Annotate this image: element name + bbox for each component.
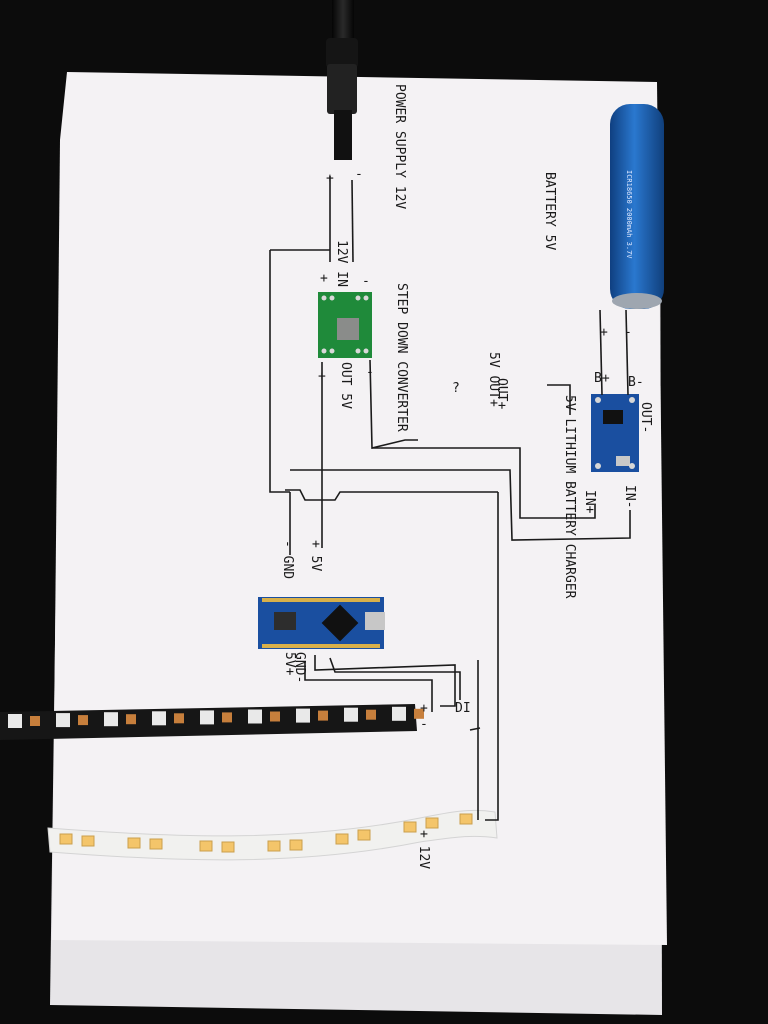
warm-led xyxy=(425,817,439,829)
rgb-led xyxy=(8,714,22,728)
rgb-led xyxy=(104,712,118,727)
nano-gnd-label: GND- xyxy=(292,652,307,683)
rgb-led-resistor xyxy=(222,712,232,723)
charger-out-minus-label: OUT- xyxy=(638,402,653,433)
vin-minus-label: - xyxy=(362,274,370,289)
rgb-led-resistor xyxy=(174,713,184,724)
rgb-led-resistor xyxy=(270,711,280,722)
out-plus-label: + xyxy=(318,369,326,384)
battery-label: BATTERY 5V xyxy=(542,172,557,250)
warm-led xyxy=(357,829,371,841)
warm-led xyxy=(403,821,417,833)
warm-white-led-strip xyxy=(47,809,498,861)
battery-cell-icon: ICR18650 2000mAh 3.7V xyxy=(610,104,664,309)
rgb-led-resistor xyxy=(318,710,328,721)
warm-led xyxy=(335,833,349,845)
rgb-led xyxy=(392,706,406,721)
wire-lines xyxy=(269,176,631,821)
five-v-out-label: 5V OUT+ xyxy=(486,352,501,407)
in-plus-label: IN+ xyxy=(582,490,597,514)
ps-minus-label: - xyxy=(355,167,363,182)
rgb-led xyxy=(152,711,166,726)
b-plus-label: B+ xyxy=(594,371,610,386)
charger-out-plus-label: OUT+ xyxy=(494,378,509,409)
vin-plus-label: + xyxy=(320,271,328,286)
warm-led xyxy=(149,838,163,850)
warm-led xyxy=(199,840,213,852)
lithium-charger-board xyxy=(591,394,639,472)
rgb-led xyxy=(296,708,310,723)
plus-5v-label: + 5V xyxy=(308,540,323,571)
warm-led xyxy=(289,839,303,851)
plus-12v-label: + 12V xyxy=(416,830,431,869)
ps-plus-label: + xyxy=(326,171,334,186)
rgb-led-resistor xyxy=(30,716,40,726)
rgb-led-resistor xyxy=(414,708,424,719)
step-down-label: STEP DOWN CONVERTER xyxy=(394,283,409,432)
rgb-led xyxy=(344,707,358,722)
svg-text:ICR18650 2000mAh 3.7V: ICR18650 2000mAh 3.7V xyxy=(625,170,633,259)
question-mark: ? xyxy=(452,381,460,396)
rgb-led-resistor xyxy=(78,715,88,726)
power-supply-label: POWER SUPPLY 12V xyxy=(392,84,407,209)
rgb-led xyxy=(200,710,214,725)
vin-12v-label: 12V IN xyxy=(334,240,349,287)
nano-5v-label: 5V+ xyxy=(282,652,297,676)
bat-minus-label: - xyxy=(624,325,632,340)
charger-label: 5V LITHIUM BATTERY CHARGER xyxy=(562,395,577,599)
rgb-led-resistor xyxy=(126,714,136,725)
out-minus-label: - xyxy=(366,365,374,380)
rgb-led xyxy=(56,713,70,728)
rgb-led-strip xyxy=(0,704,424,740)
rgb-led xyxy=(248,709,262,724)
di-label: DI xyxy=(455,701,471,716)
rgb-led-resistor xyxy=(366,709,376,720)
handwritten-labels: POWER SUPPLY 12V - + 12V IN - + STEP DOW… xyxy=(280,84,653,869)
warm-led xyxy=(127,837,141,849)
warm-led xyxy=(59,833,73,845)
warm-led xyxy=(459,813,473,825)
microcontroller-board xyxy=(258,597,385,649)
warm-led xyxy=(267,840,281,852)
warm-led xyxy=(81,835,95,847)
out-5v-label: OUT 5V xyxy=(338,362,353,409)
b-minus-label: B- xyxy=(628,375,644,390)
strip-minus-label: - xyxy=(420,717,428,732)
in-minus-label: IN- xyxy=(622,485,637,508)
strip-plus-label: + xyxy=(420,701,428,716)
bat-plus-label: + xyxy=(600,325,608,340)
dc-barrel-plug-icon xyxy=(326,0,358,160)
warm-led xyxy=(221,841,235,853)
gnd-label: - GND xyxy=(280,540,295,579)
step-down-converter-board xyxy=(318,292,372,358)
